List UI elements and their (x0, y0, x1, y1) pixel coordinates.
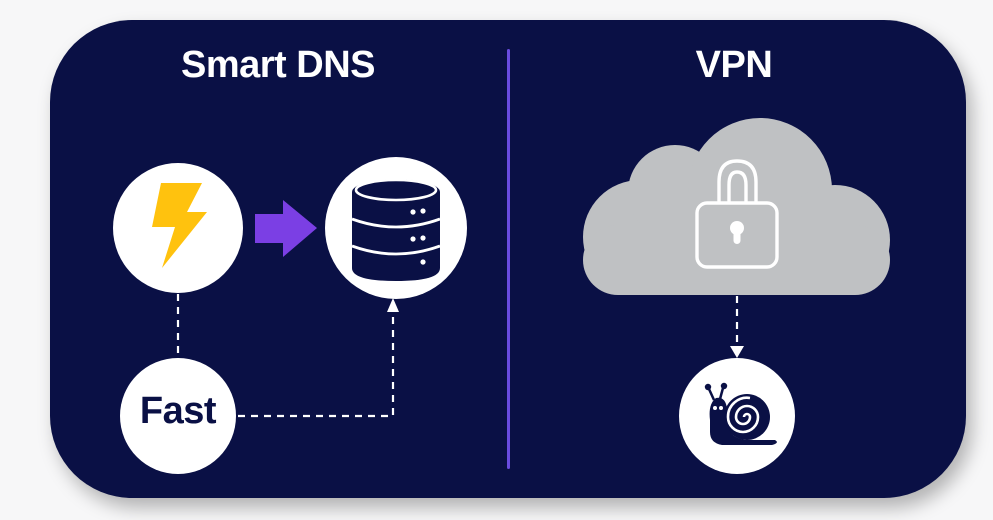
lightning-bolt-icon (152, 183, 207, 268)
fast-node (120, 358, 236, 474)
fast-label: Fast (139, 390, 217, 432)
section-divider (507, 49, 510, 469)
keyhole-icon (730, 221, 744, 244)
lock-icon (695, 159, 779, 269)
slow-node (679, 358, 795, 474)
fast-to-server-connector (238, 312, 395, 418)
database-server-icon (351, 178, 441, 281)
cloud-icon (583, 118, 890, 295)
vpn-title: VPN (695, 44, 773, 86)
flow-arrow (255, 200, 317, 257)
connectors (176, 294, 739, 418)
encrypted-cloud-node (583, 118, 890, 295)
up-arrowhead (387, 298, 399, 312)
dns-server-node (325, 157, 467, 299)
down-arrowhead (730, 346, 744, 358)
speed-node (113, 163, 243, 293)
smart-dns-title: Smart DNS (181, 44, 376, 86)
snail-icon (704, 382, 777, 445)
